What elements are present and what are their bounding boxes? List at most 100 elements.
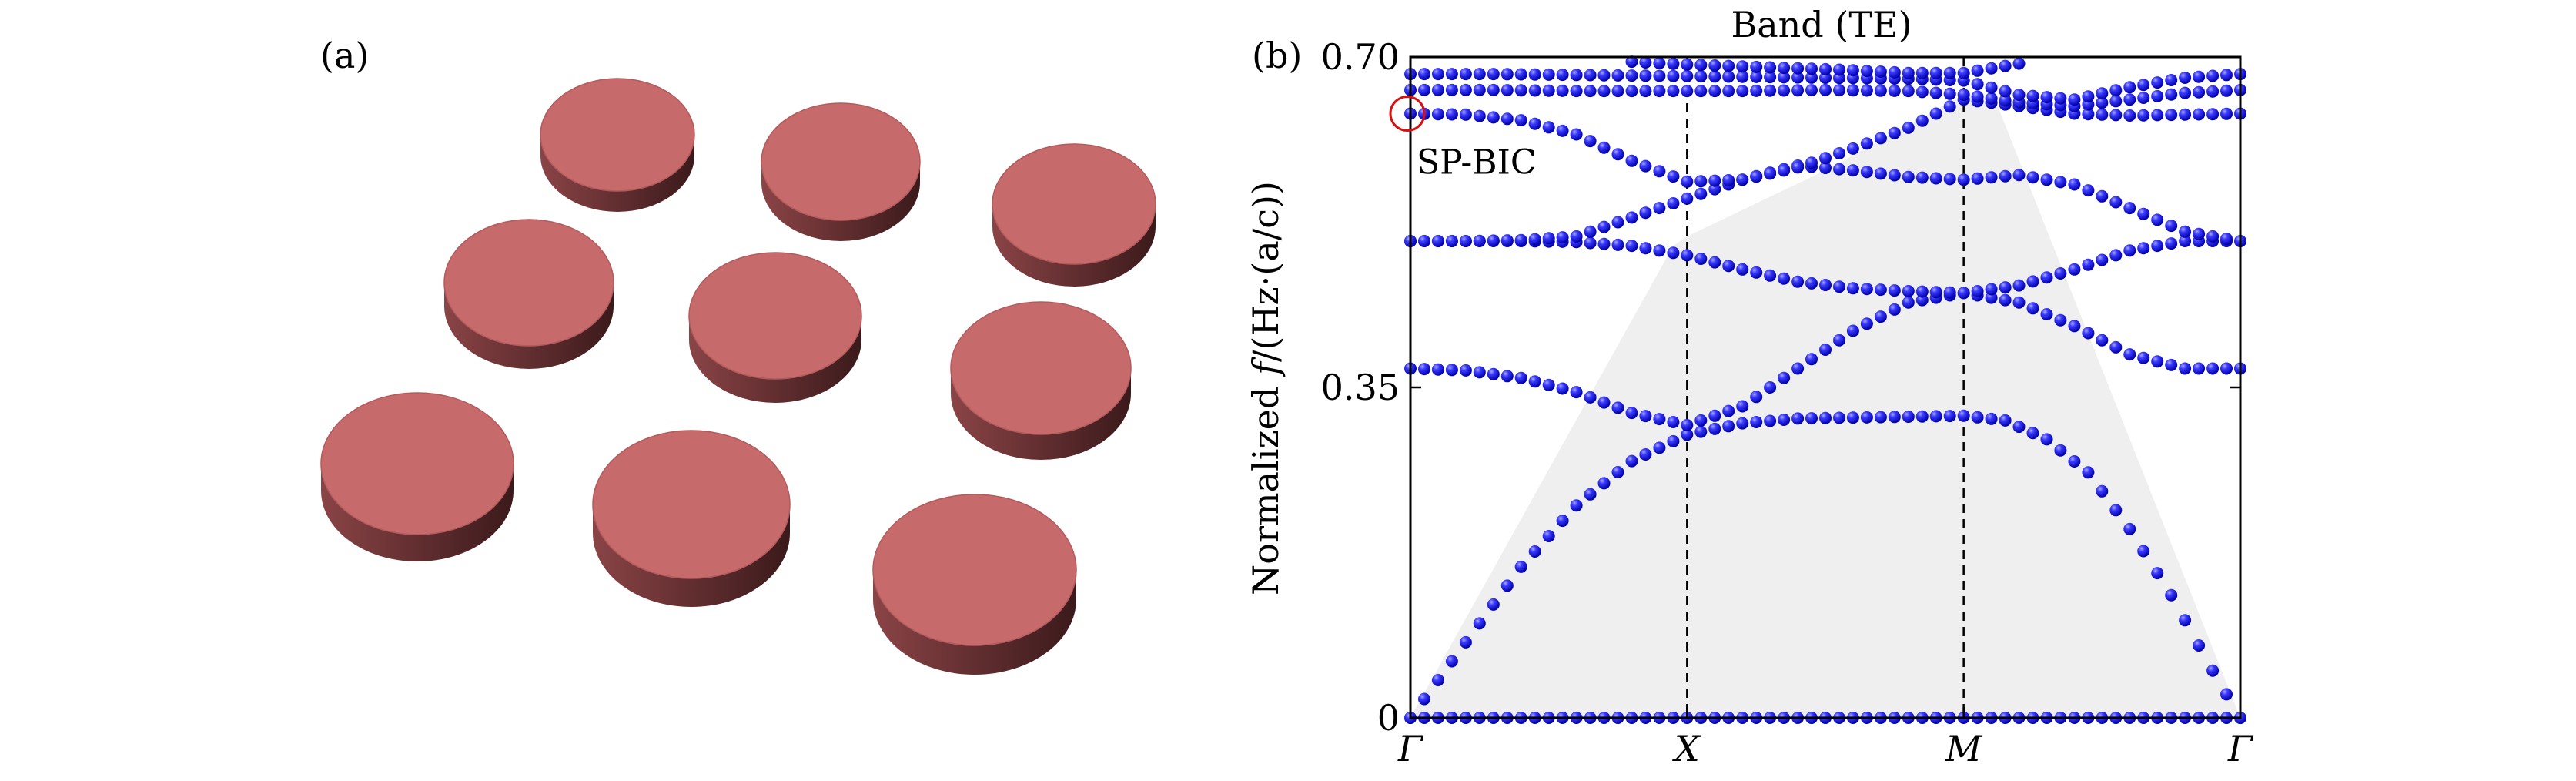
band-point — [1625, 407, 1638, 420]
band-point — [1888, 169, 1901, 182]
band-point — [1694, 187, 1708, 200]
band-point — [1681, 85, 1694, 98]
band-point — [1487, 598, 1500, 611]
band-point — [1985, 291, 1998, 304]
band-point — [1611, 216, 1624, 229]
band-point — [2096, 87, 2109, 100]
band-point — [1833, 84, 1845, 97]
band-point — [2096, 96, 2109, 109]
band-point — [1445, 83, 1458, 96]
disk-top — [688, 252, 862, 380]
band-point — [2109, 196, 2123, 209]
band-point — [1500, 370, 1514, 383]
band-point — [1681, 69, 1694, 82]
band-point — [1764, 84, 1777, 97]
band-point — [1833, 147, 1845, 159]
band-point — [1445, 108, 1458, 121]
band-point — [2040, 173, 2053, 186]
band-point — [2082, 108, 2095, 121]
band-point — [1514, 84, 1527, 97]
band-point — [1653, 69, 1666, 82]
band-point — [1584, 135, 1597, 148]
band-point — [1805, 412, 1818, 425]
band-point — [1597, 141, 1611, 154]
band-point — [2137, 207, 2150, 220]
disk — [540, 78, 695, 212]
band-point — [1915, 410, 1929, 423]
band-point — [1778, 84, 1791, 97]
band-point — [1681, 419, 1694, 431]
band-point — [2179, 86, 2192, 99]
disk-top — [540, 78, 695, 192]
band-point — [1514, 114, 1527, 127]
band-point — [2082, 466, 2095, 479]
band-point — [1819, 72, 1832, 84]
band-point — [1528, 84, 1541, 97]
band-point — [1708, 183, 1721, 196]
band-point — [1611, 238, 1624, 251]
band-point — [1611, 466, 1624, 478]
band-point — [2165, 358, 2178, 371]
band-point — [1805, 71, 1818, 84]
band-point — [1971, 90, 1984, 103]
band-point — [1653, 441, 1666, 454]
band-point — [1736, 60, 1749, 73]
band-point — [1915, 293, 1929, 307]
band-point — [2082, 258, 2095, 271]
band-point — [1556, 515, 1569, 528]
band-point — [2193, 70, 2206, 83]
band-point — [1999, 94, 2012, 107]
band-point — [2054, 176, 2067, 189]
band-point — [1473, 83, 1486, 96]
band-point — [1473, 234, 1486, 247]
band-point — [1570, 69, 1583, 82]
band-point — [2151, 355, 2164, 368]
band-point — [2137, 545, 2150, 558]
band-point — [1778, 414, 1791, 426]
band-point — [1750, 84, 1763, 97]
band-point — [1819, 411, 1832, 424]
band-point — [2193, 639, 2206, 652]
band-point — [1487, 234, 1500, 247]
panel-a-label: (a) — [320, 35, 369, 76]
band-point — [1667, 57, 1680, 70]
disk-top — [950, 301, 1132, 435]
band-point — [2193, 85, 2206, 99]
band-point — [1500, 84, 1514, 97]
band-point — [2206, 664, 2220, 677]
band-point — [2220, 107, 2233, 120]
band-point — [1750, 170, 1763, 183]
band-point — [1943, 286, 1956, 299]
band-point — [1570, 85, 1583, 98]
band-point — [1597, 237, 1611, 250]
band-point — [1667, 170, 1680, 183]
band-point — [1694, 59, 1708, 72]
band-point — [2137, 92, 2150, 104]
band-point — [1694, 175, 1708, 188]
band-point — [1653, 165, 1666, 178]
band-point — [1915, 66, 1929, 79]
band-point — [1929, 66, 1942, 79]
svg-text:Normalized f/(Hz·(a/c)): Normalized f/(Hz·(a/c)) — [1245, 181, 1286, 595]
band-point — [1874, 65, 1887, 78]
band-point — [1514, 371, 1527, 384]
band-point — [1999, 59, 2012, 72]
band-point — [1722, 85, 1735, 98]
band-point — [1653, 202, 1666, 215]
band-point — [1487, 111, 1500, 124]
band-point — [1653, 85, 1666, 98]
band-point — [1971, 285, 1984, 297]
sp-bic-annotation: SP-BIC — [1389, 96, 1537, 183]
band-point — [1722, 260, 1735, 273]
band-point — [1833, 280, 1845, 293]
band-point — [1597, 477, 1611, 490]
band-point — [1860, 411, 1873, 424]
band-point — [1625, 454, 1638, 468]
y-axis-label: Normalized f/(Hz·(a/c)) — [1245, 181, 1286, 595]
band-point — [2193, 362, 2206, 375]
band-point — [1985, 62, 1998, 75]
band-point — [1570, 230, 1583, 243]
band-point — [1667, 246, 1680, 260]
